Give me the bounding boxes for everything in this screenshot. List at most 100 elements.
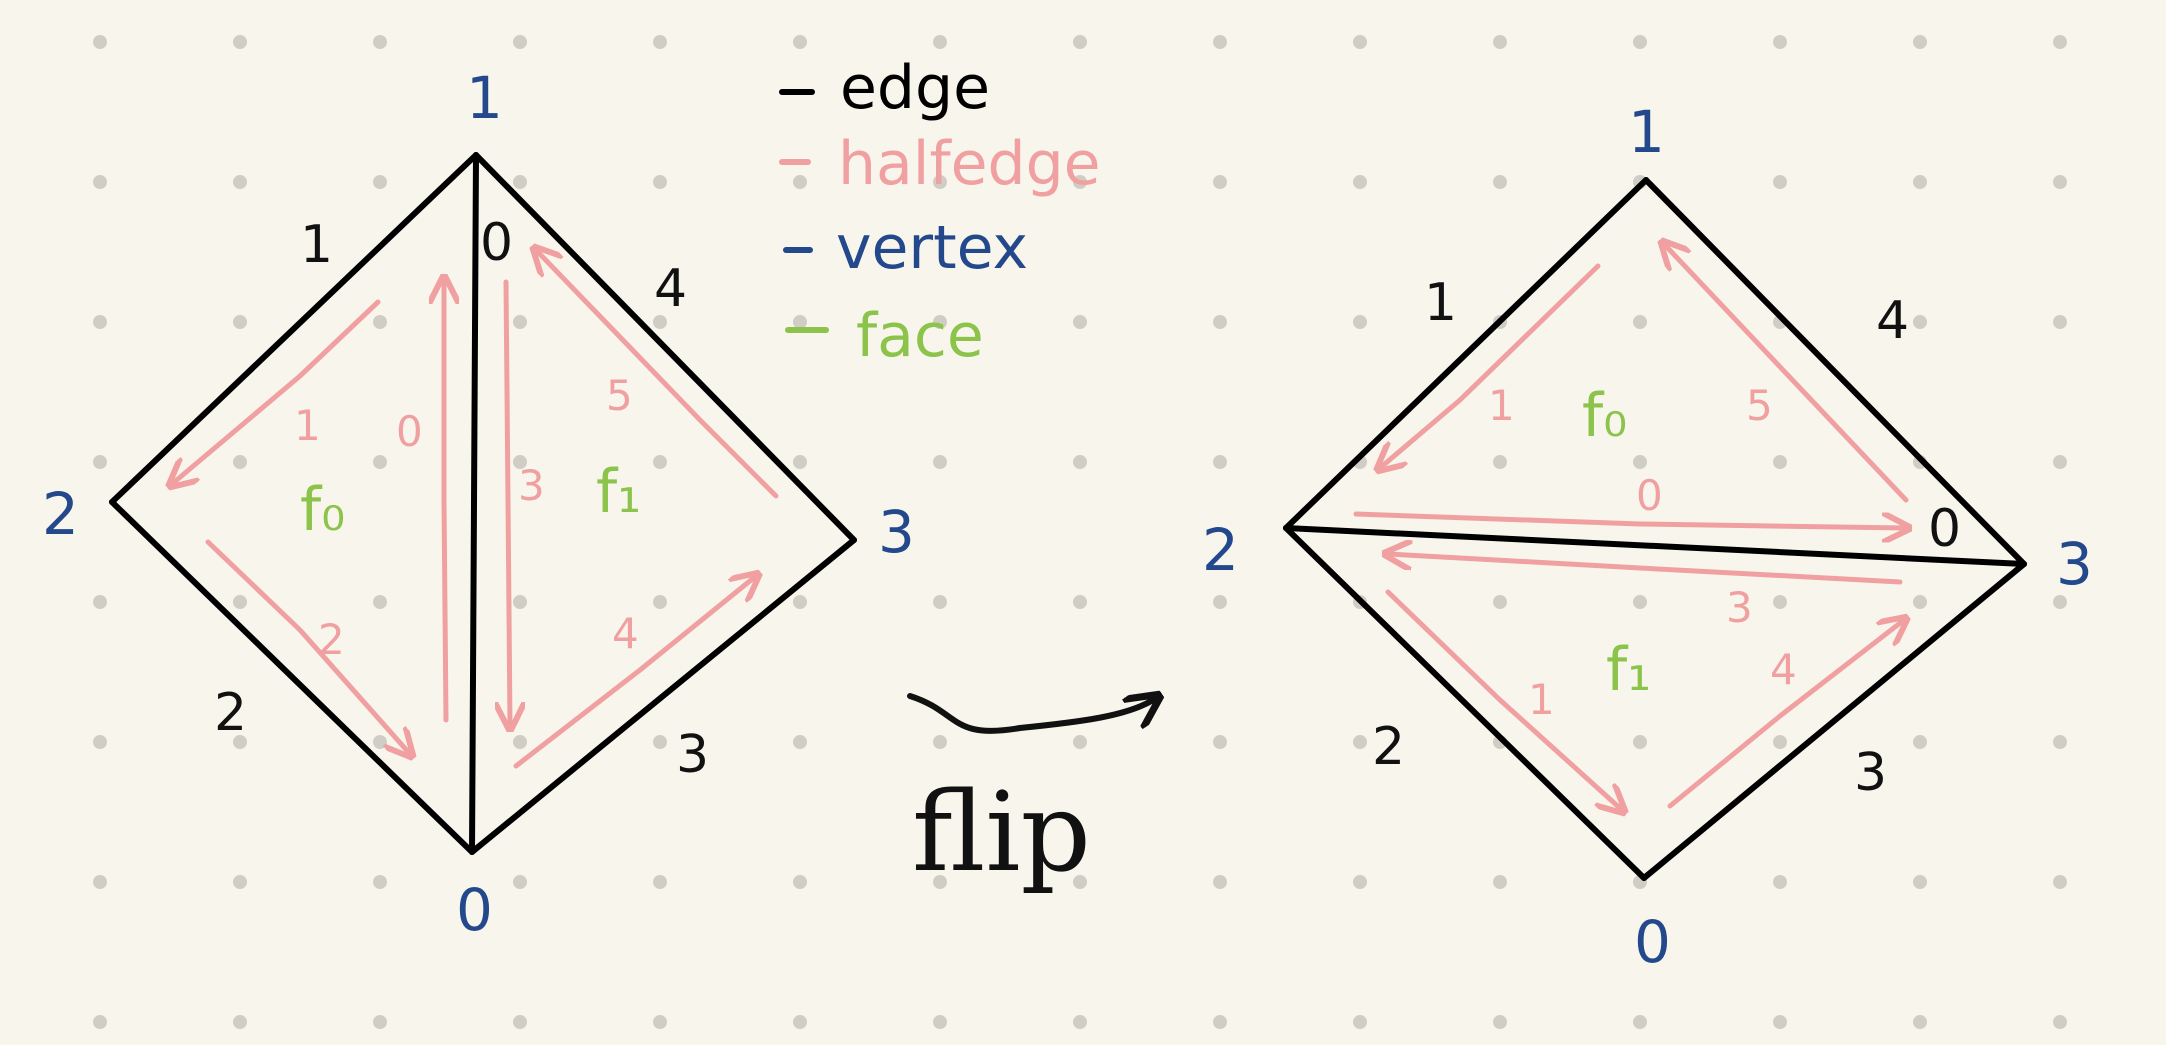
right-halfedge-labels: 1 5 0 3 1 4 (1488, 381, 1797, 724)
left-face-f1: f₁ (596, 457, 641, 527)
grid-dot (373, 735, 387, 749)
grid-dot (933, 735, 947, 749)
grid-dot (793, 175, 807, 189)
left-vertex-labels: 1 2 3 0 (42, 64, 915, 944)
grid-dot (1913, 595, 1927, 609)
grid-dot (653, 875, 667, 889)
grid-dot (653, 35, 667, 49)
legend-item-face: face (785, 301, 984, 371)
right-vertex-1: 1 (1628, 98, 1665, 166)
grid-dot (2053, 1015, 2067, 1029)
grid-dot (1493, 595, 1507, 609)
left-edge-0 (469, 152, 479, 855)
left-halfedge-label-1: 1 (294, 401, 321, 450)
right-halfedge-1-top (1380, 263, 1601, 468)
grid-dot (1073, 1015, 1087, 1029)
grid-dot (1353, 735, 1367, 749)
grid-dot (793, 35, 807, 49)
right-edge-3 (1641, 561, 2027, 881)
grid-dot (373, 175, 387, 189)
left-face-f0: f₀ (300, 475, 345, 545)
grid-dot (653, 455, 667, 469)
right-halfedge-label-1-bottom: 1 (1528, 675, 1555, 724)
right-edge-label-3: 3 (1854, 743, 1887, 803)
grid-dot (93, 875, 107, 889)
grid-dot (653, 595, 667, 609)
left-vertex-2: 2 (42, 480, 79, 548)
legend-label-vertex: vertex (836, 213, 1028, 283)
grid-dot (93, 315, 107, 329)
grid-dot (1353, 315, 1367, 329)
right-halfedge-label-1-top: 1 (1488, 381, 1515, 430)
left-edge-3 (469, 537, 857, 855)
grid-dot (2053, 595, 2067, 609)
grid-dot (1213, 1015, 1227, 1029)
grid-dot (653, 735, 667, 749)
grid-dot (653, 315, 667, 329)
grid-dot (1073, 175, 1087, 189)
left-edge-label-0: 0 (480, 213, 513, 273)
grid-dot (933, 35, 947, 49)
right-halfedge-label-3: 3 (1726, 583, 1753, 632)
grid-dot (1073, 35, 1087, 49)
grid-dot (1213, 875, 1227, 889)
left-edge-label-3: 3 (676, 725, 709, 785)
legend-item-edge: edge (779, 53, 990, 123)
dot-grid-background (93, 35, 2067, 1029)
grid-dot (793, 735, 807, 749)
grid-dot (1493, 1015, 1507, 1029)
left-halfedge-1 (172, 299, 381, 484)
right-edge-0 (1283, 525, 2027, 567)
right-halfedge-1-bottom (1385, 589, 1622, 810)
right-edge-1 (1283, 177, 1649, 531)
grid-dot (2053, 875, 2067, 889)
grid-dot (513, 455, 527, 469)
grid-dot (933, 315, 947, 329)
grid-dot (1633, 595, 1647, 609)
grid-dot (93, 1015, 107, 1029)
grid-dot (233, 175, 247, 189)
grid-dot (373, 875, 387, 889)
grid-dot (233, 735, 247, 749)
right-vertex-labels: 1 2 3 0 (1202, 98, 2093, 976)
grid-dot (1773, 35, 1787, 49)
left-halfedge-2 (205, 539, 410, 754)
grid-dot (2053, 315, 2067, 329)
grid-dot (513, 175, 527, 189)
right-halfedge-label-4: 4 (1770, 645, 1797, 694)
right-halfedge-5 (1664, 244, 1909, 503)
left-edge-label-1: 1 (300, 215, 333, 275)
grid-dot (233, 35, 247, 49)
grid-dot (1633, 315, 1647, 329)
grid-dot (933, 595, 947, 609)
grid-dot (793, 595, 807, 609)
grid-dot (373, 455, 387, 469)
grid-dot (1913, 175, 1927, 189)
right-halfedge-0 (1353, 511, 1906, 528)
grid-dot (2053, 35, 2067, 49)
grid-dot (1773, 595, 1787, 609)
grid-dot (1213, 455, 1227, 469)
grid-dot (1073, 455, 1087, 469)
grid-dot (513, 315, 527, 329)
left-halfedge-label-0: 0 (396, 407, 423, 456)
grid-dot (373, 35, 387, 49)
right-edge-label-2: 2 (1372, 717, 1405, 777)
left-halfedge-3 (506, 279, 510, 726)
grid-dot (1213, 735, 1227, 749)
flip-label: flip (912, 768, 1091, 896)
left-halfedges (172, 250, 779, 769)
grid-dot (233, 875, 247, 889)
grid-dot (233, 455, 247, 469)
grid-dot (1073, 735, 1087, 749)
grid-dot (1353, 35, 1367, 49)
left-edge-1 (109, 152, 479, 505)
right-vertex-0: 0 (1634, 908, 1671, 976)
left-edge-labels: 1 0 4 2 3 (214, 213, 709, 785)
right-halfedge-4 (1667, 620, 1904, 809)
left-vertex-1: 1 (466, 64, 503, 132)
grid-dot (1633, 455, 1647, 469)
right-halfedges (1353, 244, 1909, 810)
grid-dot (1493, 455, 1507, 469)
grid-dot (1913, 315, 1927, 329)
